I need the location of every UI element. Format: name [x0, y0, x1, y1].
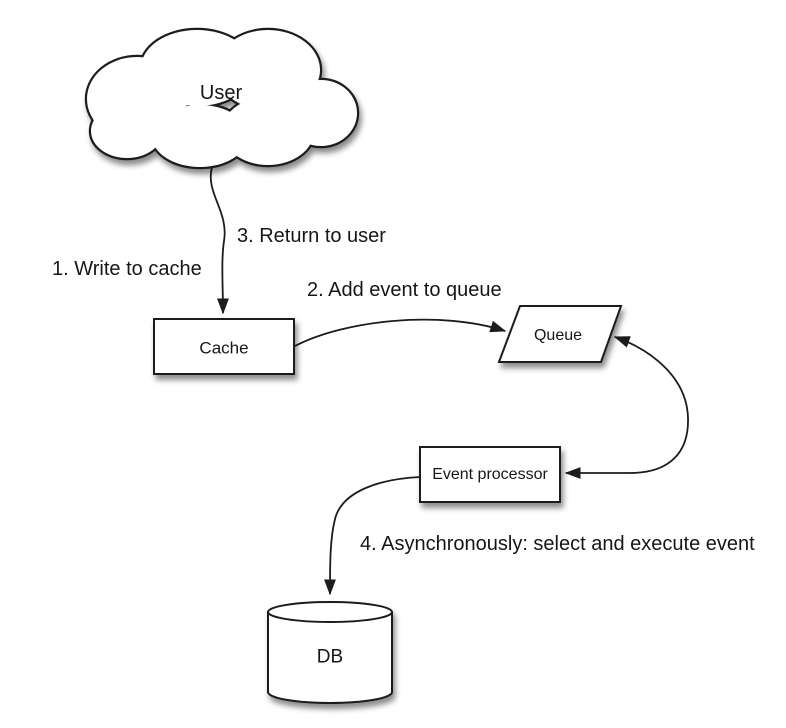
- step-label-write-to-cache: 1. Write to cache: [52, 258, 202, 280]
- edge-event-processor-to-db: [324, 476, 421, 596]
- step-label-return-to-user: 3. Return to user: [237, 225, 386, 247]
- event-processor-label: Event processor: [432, 466, 548, 483]
- edge-queue-event-processor: [564, 336, 689, 479]
- user-cloud-shape: [84, 27, 360, 170]
- edge-user-to-cache: [209, 166, 229, 315]
- step-label-add-event-to-queue: 2. Add event to queue: [307, 279, 502, 301]
- step-label-asynchronously-select-execute: 4. Asynchronously: select and execute ev…: [360, 533, 755, 555]
- queue-label: Queue: [533, 327, 583, 344]
- db-label: DB: [316, 646, 344, 668]
- db-cylinder-shape: [267, 601, 393, 704]
- event-processor-box-shape: [419, 446, 561, 503]
- queue-parallelogram-shape: [497, 305, 623, 363]
- cache-box-shape: [153, 318, 295, 375]
- cache-label: Cache: [199, 338, 249, 358]
- user-label: User: [199, 82, 243, 104]
- edge-cache-to-queue: [294, 318, 507, 347]
